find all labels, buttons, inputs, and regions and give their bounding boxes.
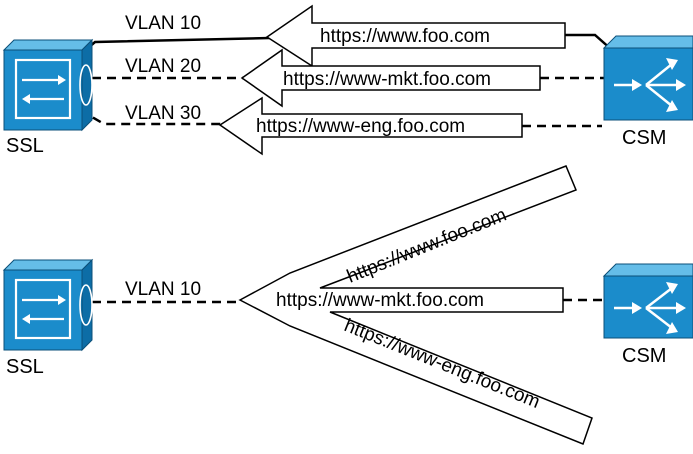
vlan-label-10: VLAN 10 [125,13,201,34]
ssl-label-top: SSL [6,135,44,157]
bottom-url-label-eng: https://www-eng.foo.com [341,315,543,413]
csm-label-bottom: CSM [622,345,666,367]
ssl-device-top: SSL [2,38,94,157]
csm-label-top: CSM [622,127,666,149]
bottom-vlan-label: VLAN 10 [125,279,201,300]
ssl-device-bottom: SSL [2,258,94,378]
vlan10-solid-line [79,36,271,56]
url-label-eng: https://www-eng.foo.com [256,116,465,137]
url-arrow-mkt [240,48,541,108]
vlan-label-20: VLAN 20 [125,56,201,77]
url-label-mkt: https://www-mkt.foo.com [283,69,491,90]
fanin-arrow [238,165,593,445]
bottom-url-label-mkt: https://www-mkt.foo.com [276,290,484,311]
url-label-www: https://www.foo.com [320,26,490,47]
url-arrow-eng [218,96,523,156]
vlan30-dashed-line-left [79,108,222,126]
csm-device-top: CSM [602,35,693,149]
top-scenario: https://www.foo.com https://www-mkt.foo.… [2,4,693,157]
url-arrow-www [265,4,566,68]
ssl-label-bottom: SSL [6,356,44,378]
csm-device-bottom: CSM [602,263,693,367]
bottom-scenario: https://www.foo.com https://www-mkt.foo.… [2,165,693,445]
vlan-label-30: VLAN 30 [125,103,201,124]
